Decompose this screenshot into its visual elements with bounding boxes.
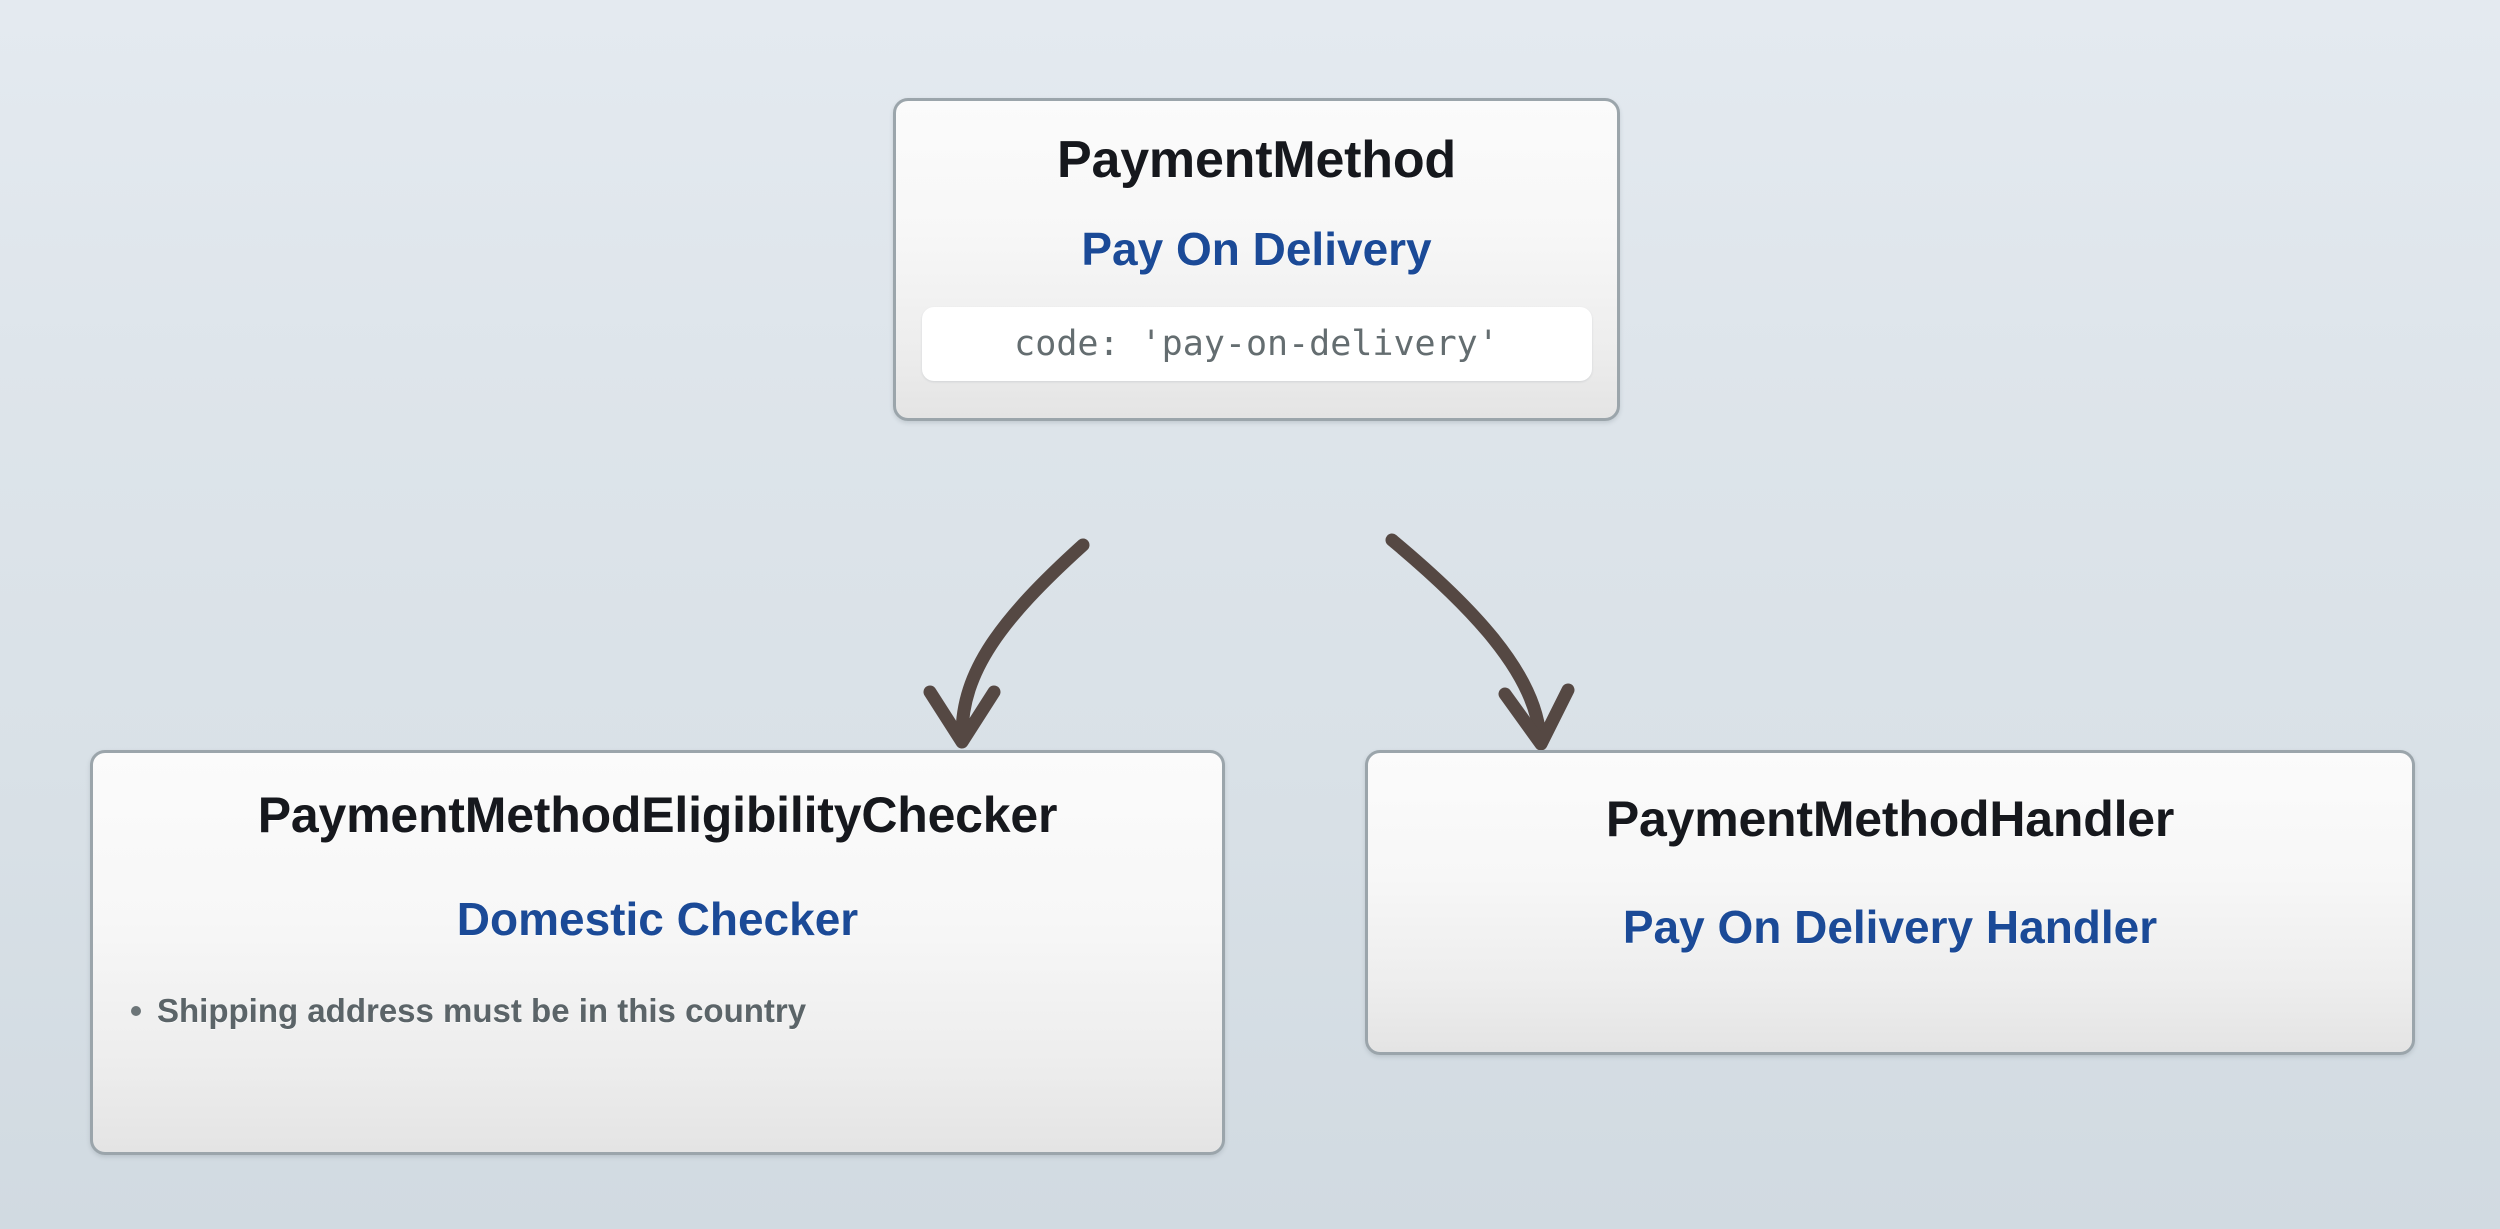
node-payment-method[interactable]: PaymentMethod Pay On Delivery code: 'pay… (893, 98, 1620, 421)
node-payment-method-code-chip: code: 'pay-on-delivery' (921, 307, 1592, 381)
node-payment-method-title: PaymentMethod (1056, 131, 1456, 189)
node-payment-handler-title: PaymentMethodHandler (1605, 791, 2175, 847)
edge-to-payment-handler-arrowhead (1498, 683, 1575, 751)
edge-to-eligibility-checker-arrowhead (923, 685, 1001, 749)
node-eligibility-checker[interactable]: PaymentMethodEligibilityChecker Domestic… (90, 750, 1225, 1155)
node-eligibility-checker-bullet-list: Shipping address must be in this country (93, 991, 1222, 1031)
node-payment-handler[interactable]: PaymentMethodHandler Pay On Delivery Han… (1365, 750, 2415, 1055)
node-payment-method-subtitle: Pay On Delivery (1081, 223, 1432, 275)
node-eligibility-checker-title: PaymentMethodEligibilityChecker (257, 787, 1058, 843)
node-eligibility-checker-subtitle: Domestic Checker (456, 893, 859, 945)
node-payment-handler-subtitle: Pay On Delivery Handler (1622, 901, 2158, 953)
list-item: Shipping address must be in this country (131, 991, 1222, 1031)
edge-to-eligibility-checker (955, 538, 1090, 742)
edge-to-payment-handler (1385, 533, 1547, 744)
